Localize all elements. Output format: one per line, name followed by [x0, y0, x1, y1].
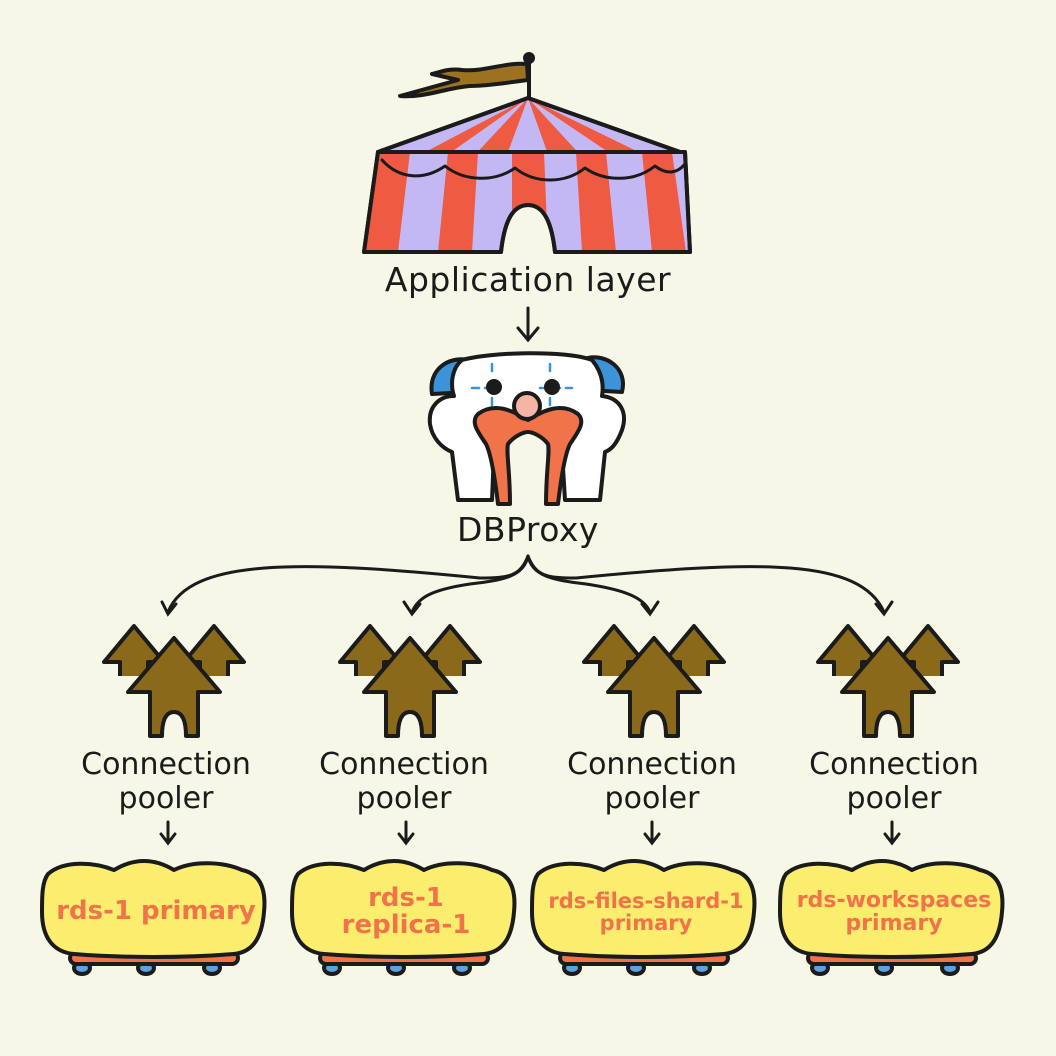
arrow-app-to-proxy: [516, 306, 540, 343]
arrow-cluster-icon: [816, 624, 960, 738]
circus-tent-icon: [362, 52, 692, 254]
pooler-label-line1: Connection: [567, 747, 737, 782]
db-label-line1: rds-files-shard-1: [548, 888, 744, 913]
flag-icon: [398, 61, 530, 99]
clown-face-icon: [427, 351, 626, 506]
pooler-label-line2: pooler: [604, 781, 700, 816]
arrow-cluster-icon: [338, 624, 482, 738]
db-label-line1: rds-workspaces: [796, 887, 992, 913]
db-label-line2: replica-1: [341, 910, 471, 940]
pooler-label-line2: pooler: [356, 781, 452, 816]
tent-scallop: [380, 158, 686, 182]
db-label-rds-1-replica-1: rds-1 replica-1: [296, 872, 516, 952]
db-label-rds-files-shard-1: rds-files-shard-1 primary: [536, 872, 756, 952]
pooler-label-2: Connection pooler: [304, 748, 504, 816]
db-label-rds-workspaces: rds-workspaces primary: [784, 872, 1004, 952]
arrows-pooler-to-db: [159, 820, 901, 846]
db-label-line2: primary: [845, 911, 943, 936]
pooler-label-line1: Connection: [809, 747, 979, 782]
pooler-label-line1: Connection: [319, 747, 489, 782]
pooler-label-line2: pooler: [846, 781, 942, 816]
pooler-label-line2: pooler: [118, 781, 214, 816]
arrow-cluster-icon: [102, 624, 246, 738]
clown-mustache: [472, 405, 584, 506]
pooler-label-line1: Connection: [81, 747, 251, 782]
pooler-label-3: Connection pooler: [552, 748, 752, 816]
db-label-line2: primary: [599, 911, 693, 935]
pooler-label-4: Connection pooler: [794, 748, 994, 816]
pooler-label-1: Connection pooler: [66, 748, 266, 816]
application-layer-label: Application layer: [384, 260, 672, 299]
arrow-proxy-to-poolers: [160, 554, 894, 617]
db-label-line1: rds-1 primary: [56, 896, 256, 927]
arrow-cluster-icon: [582, 624, 726, 738]
db-label-rds-1-primary: rds-1 primary: [46, 872, 266, 952]
dbproxy-label: DBProxy: [457, 510, 599, 549]
db-label-line1: rds-1: [368, 882, 444, 913]
tent-roof: [376, 96, 682, 154]
